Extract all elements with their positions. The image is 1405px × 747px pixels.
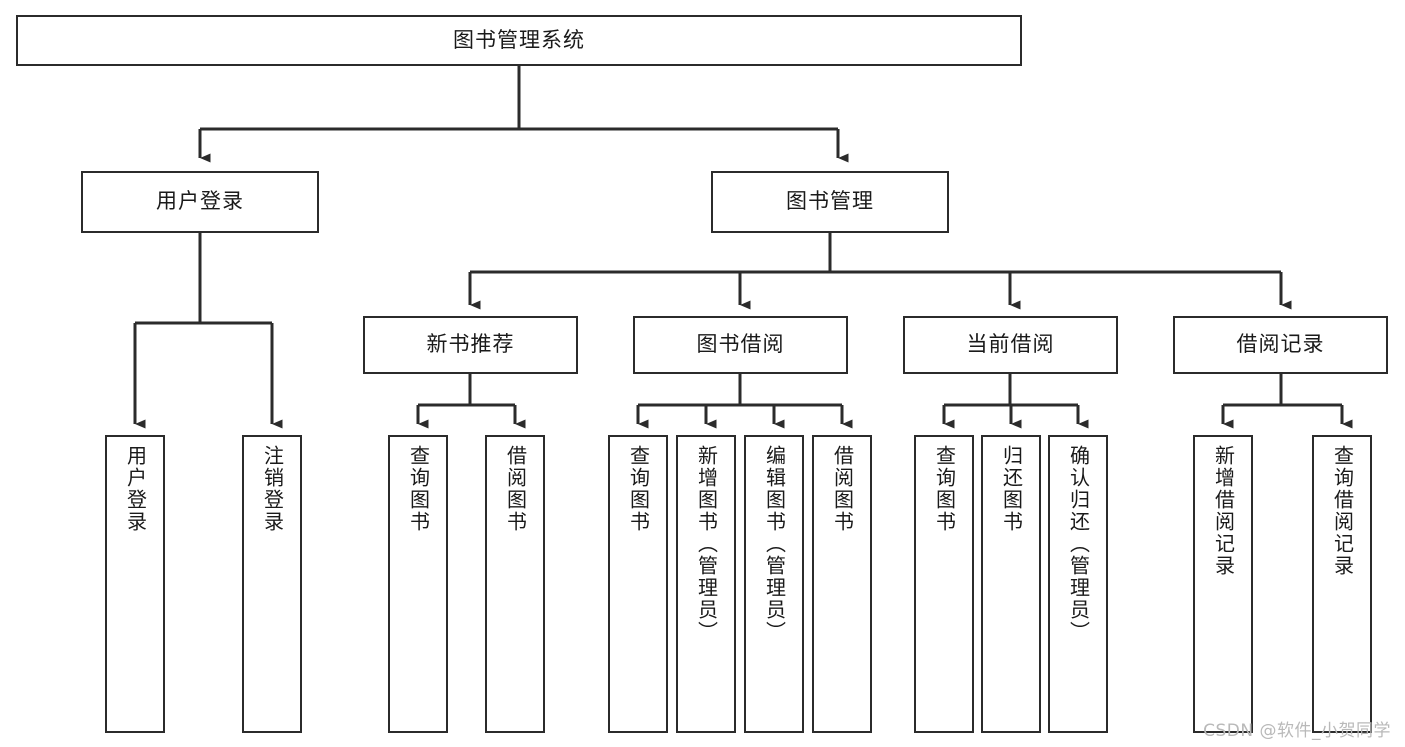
node-leaf-add-record-label: 新增借阅记录 [1211, 445, 1236, 577]
node-leaf-query-record-label: 查询借阅记录 [1330, 445, 1355, 577]
node-leaf-confirm-return[interactable]: 确认归还（管理员） [1048, 435, 1108, 733]
node-leaf-add-book-label: 新增图书（管理员） [694, 445, 719, 643]
node-leaf-query-book-1[interactable]: 查询图书 [388, 435, 448, 733]
node-leaf-user-login-label: 用户登录 [123, 445, 148, 533]
node-leaf-query-book-1-label: 查询图书 [406, 445, 431, 533]
node-leaf-user-login[interactable]: 用户登录 [105, 435, 165, 733]
node-book-manage-label: 图书管理 [786, 189, 874, 214]
node-leaf-borrow-book-1[interactable]: 借阅图书 [485, 435, 545, 733]
node-book-borrow[interactable]: 图书借阅 [633, 316, 848, 374]
node-leaf-edit-book-label: 编辑图书（管理员） [762, 445, 787, 643]
node-leaf-query-book-3-label: 查询图书 [932, 445, 957, 533]
node-leaf-logout[interactable]: 注销登录 [242, 435, 302, 733]
node-leaf-confirm-return-label: 确认归还（管理员） [1066, 445, 1091, 643]
node-leaf-query-record[interactable]: 查询借阅记录 [1312, 435, 1372, 733]
node-leaf-logout-label: 注销登录 [260, 445, 285, 533]
node-new-book-rec[interactable]: 新书推荐 [363, 316, 578, 374]
node-leaf-borrow-book-2-label: 借阅图书 [830, 445, 855, 533]
node-current-borrow[interactable]: 当前借阅 [903, 316, 1118, 374]
node-borrow-record-label: 借阅记录 [1236, 332, 1325, 357]
node-book-manage[interactable]: 图书管理 [711, 171, 949, 233]
node-root[interactable]: 图书管理系统 [16, 15, 1022, 66]
node-root-label: 图书管理系统 [453, 27, 585, 52]
node-leaf-add-record[interactable]: 新增借阅记录 [1193, 435, 1253, 733]
node-user-login-label: 用户登录 [156, 189, 244, 214]
node-leaf-query-book-3[interactable]: 查询图书 [914, 435, 974, 733]
node-book-borrow-label: 图书借阅 [696, 332, 785, 357]
node-leaf-query-book-2-label: 查询图书 [626, 445, 651, 533]
node-new-book-rec-label: 新书推荐 [426, 332, 515, 357]
node-leaf-return-book[interactable]: 归还图书 [981, 435, 1041, 733]
node-leaf-borrow-book-2[interactable]: 借阅图书 [812, 435, 872, 733]
node-leaf-query-book-2[interactable]: 查询图书 [608, 435, 668, 733]
node-current-borrow-label: 当前借阅 [966, 332, 1055, 357]
node-user-login[interactable]: 用户登录 [81, 171, 319, 233]
watermark: CSDN @软件_小贺同学 [1203, 721, 1391, 741]
node-leaf-borrow-book-1-label: 借阅图书 [503, 445, 528, 533]
node-leaf-add-book[interactable]: 新增图书（管理员） [676, 435, 736, 733]
node-leaf-return-book-label: 归还图书 [999, 445, 1024, 533]
node-borrow-record[interactable]: 借阅记录 [1173, 316, 1388, 374]
node-leaf-edit-book[interactable]: 编辑图书（管理员） [744, 435, 804, 733]
